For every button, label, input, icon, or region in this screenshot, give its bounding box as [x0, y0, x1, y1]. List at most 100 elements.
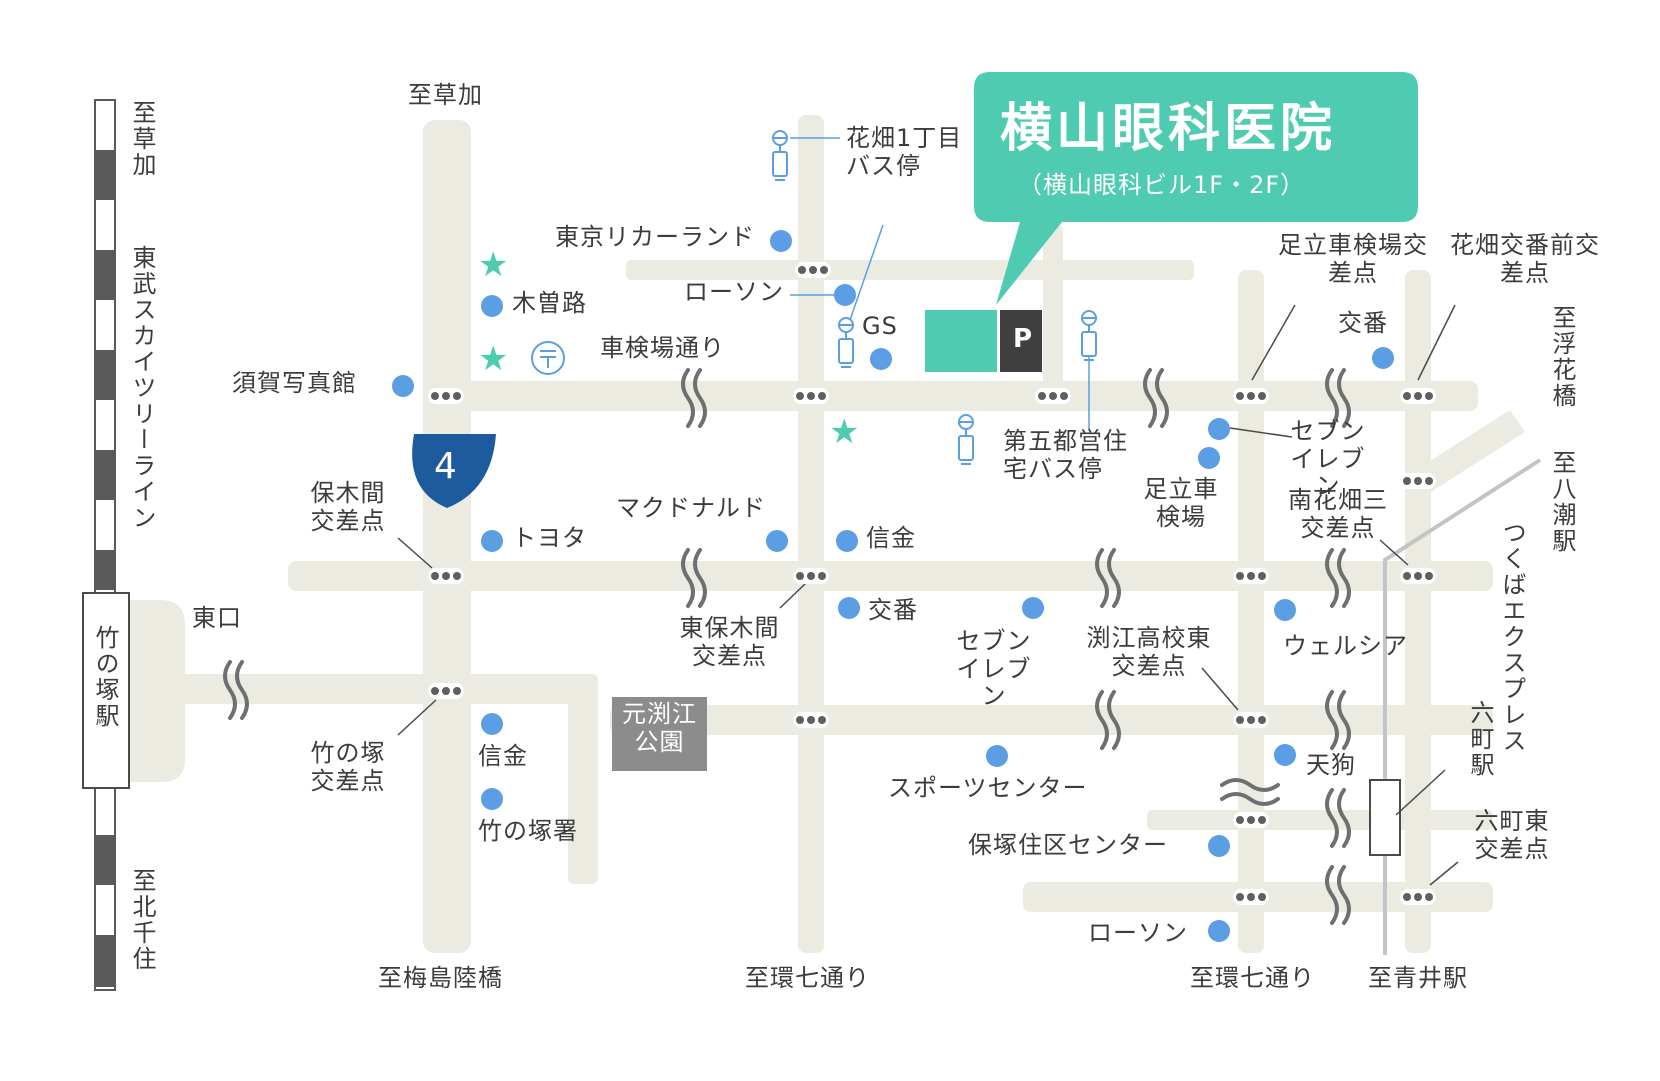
- poi-dot: [1198, 447, 1220, 469]
- rail-to-north: 至草加: [128, 100, 156, 178]
- poi-dot: [836, 530, 858, 552]
- traffic-signal-icon: [1233, 388, 1269, 404]
- poi-dot: [392, 375, 414, 397]
- south-road-1: [1147, 810, 1493, 830]
- shakenjo-dori-road: [423, 381, 1478, 411]
- star-icon: ★: [829, 412, 860, 452]
- river-marks: [223, 368, 1351, 925]
- park-label: 元渕江公園: [612, 697, 707, 771]
- station-plaza: [130, 600, 185, 782]
- traffic-signal-icon: [1400, 473, 1436, 489]
- north-short-road: [626, 260, 1194, 280]
- clinic-building: [925, 310, 997, 372]
- rail-band: [95, 835, 115, 885]
- river-mark: [681, 548, 707, 608]
- poi-gs: GS: [862, 312, 898, 340]
- east-exit-road: [178, 674, 598, 704]
- bus-stop-hanahata1: 花畑1丁目バス停: [846, 124, 963, 180]
- traffic-signal-icon: [795, 262, 831, 278]
- intersection-minami-hanahata: 南花畑三交差点: [1288, 486, 1388, 542]
- dir-south-far: 至青井駅: [1368, 964, 1468, 992]
- tobu-railway: [82, 99, 130, 991]
- poi-seven1: セブンイレブン: [956, 627, 1032, 711]
- traffic-signal-icon: [1233, 712, 1269, 728]
- clinic-side-road: [1043, 225, 1063, 395]
- rail-band: [95, 250, 115, 300]
- poi-suga-photo: 須賀写真館: [232, 369, 357, 397]
- poi-dot: [986, 745, 1008, 767]
- poi-dot: [766, 530, 788, 552]
- leader-hokima: [397, 537, 433, 569]
- rokucho-station-box: [1369, 779, 1401, 856]
- station-box: [82, 592, 130, 789]
- rail-band: [95, 550, 115, 590]
- dir-south-mid: 至環七通り: [745, 964, 870, 992]
- leader-takenotsuka: [397, 699, 437, 736]
- intersection-adachi-shaken: 足立車検場交差点: [1278, 231, 1428, 287]
- poi-dot: [481, 713, 503, 735]
- station-exit: 東口: [192, 604, 242, 632]
- route4-road: [423, 120, 471, 953]
- poi-police: 竹の塚署: [478, 817, 578, 845]
- east-road-2: [1405, 270, 1431, 953]
- rail-band: [95, 150, 115, 200]
- traffic-signal-icon: [793, 388, 829, 404]
- leader-rokucho-higashi: [1429, 861, 1459, 886]
- bus-stop-icon: [958, 414, 974, 465]
- bus-stop-icon: [838, 317, 854, 368]
- poi-dot: [481, 530, 503, 552]
- poi-dot: [838, 597, 860, 619]
- dir-south-route4: 至梅島陸橋: [378, 964, 503, 992]
- intersection-fuchie-higashi: 渕江高校東交差点: [1086, 624, 1212, 680]
- intersection-rokucho-higashi: 六町東交差点: [1474, 807, 1550, 863]
- poi-tengu: 天狗: [1306, 751, 1356, 779]
- bus-stop-icons: [772, 130, 1097, 465]
- poi-liquor: 東京リカーランド: [555, 223, 755, 251]
- traffic-signal-icon: [1400, 388, 1436, 404]
- intersection-higashi-hokima: 東保木間交差点: [679, 614, 780, 670]
- intersection-takenotsuka: 竹の塚交差点: [310, 739, 386, 795]
- rail-line-name: 東武スカイツリーライン: [128, 245, 156, 531]
- poi-shinkin1: 信金: [866, 524, 916, 552]
- leader-koban-mae: [1417, 304, 1456, 381]
- rail-band: [95, 350, 115, 400]
- hokima-road: [288, 561, 1493, 591]
- post-office-icon: [531, 341, 565, 375]
- intersection-hokima: 保木間交差点: [310, 479, 386, 535]
- traffic-signal-icon: [1233, 889, 1269, 905]
- river-mark: [1095, 690, 1121, 750]
- leader-fuchie: [1201, 667, 1239, 711]
- poi-dot: [834, 284, 856, 306]
- rail-to-south: 至北千住: [128, 868, 156, 972]
- parking-box: [1000, 310, 1042, 372]
- bus-stop-icon: [1081, 310, 1097, 361]
- bus-leader-lines: [790, 137, 1090, 430]
- dir-north-route4: 至草加: [408, 81, 483, 109]
- leader-seven2: [1229, 427, 1293, 438]
- river-mark: [1220, 778, 1280, 806]
- star-icon: ★: [478, 245, 509, 285]
- river-mark: [1143, 368, 1169, 428]
- park-south-road: [610, 705, 1493, 735]
- route4-number: 4: [434, 446, 458, 487]
- bus-stop-toei: 第五都営住宅バス停: [1003, 427, 1128, 483]
- poi-seven2: セブンイレブン: [1290, 417, 1366, 501]
- dir-east-ukihana: 至浮花橋: [1548, 305, 1576, 409]
- traffic-signal-icon: [1400, 568, 1436, 584]
- poi-dot: [1274, 744, 1296, 766]
- intersection-koban-mae: 花畑交番前交差点: [1450, 231, 1600, 287]
- traffic-signal-icon: [428, 568, 464, 584]
- tx-line-name: つくばエクスプレス: [1498, 520, 1526, 754]
- river-mark: [223, 660, 249, 720]
- poi-lawson2: ローソン: [1088, 919, 1188, 947]
- leader-lines: [397, 304, 1459, 886]
- roads: [130, 115, 1525, 953]
- traffic-signal-icon: [1035, 388, 1071, 404]
- traffic-signal-icon: [428, 683, 464, 699]
- river-mark: [1325, 548, 1351, 608]
- callout-bubble: [974, 72, 1418, 305]
- poi-shinkin2: 信金: [478, 742, 528, 770]
- traffic-signal-icon: [793, 712, 829, 728]
- poi-dot: [1208, 418, 1230, 440]
